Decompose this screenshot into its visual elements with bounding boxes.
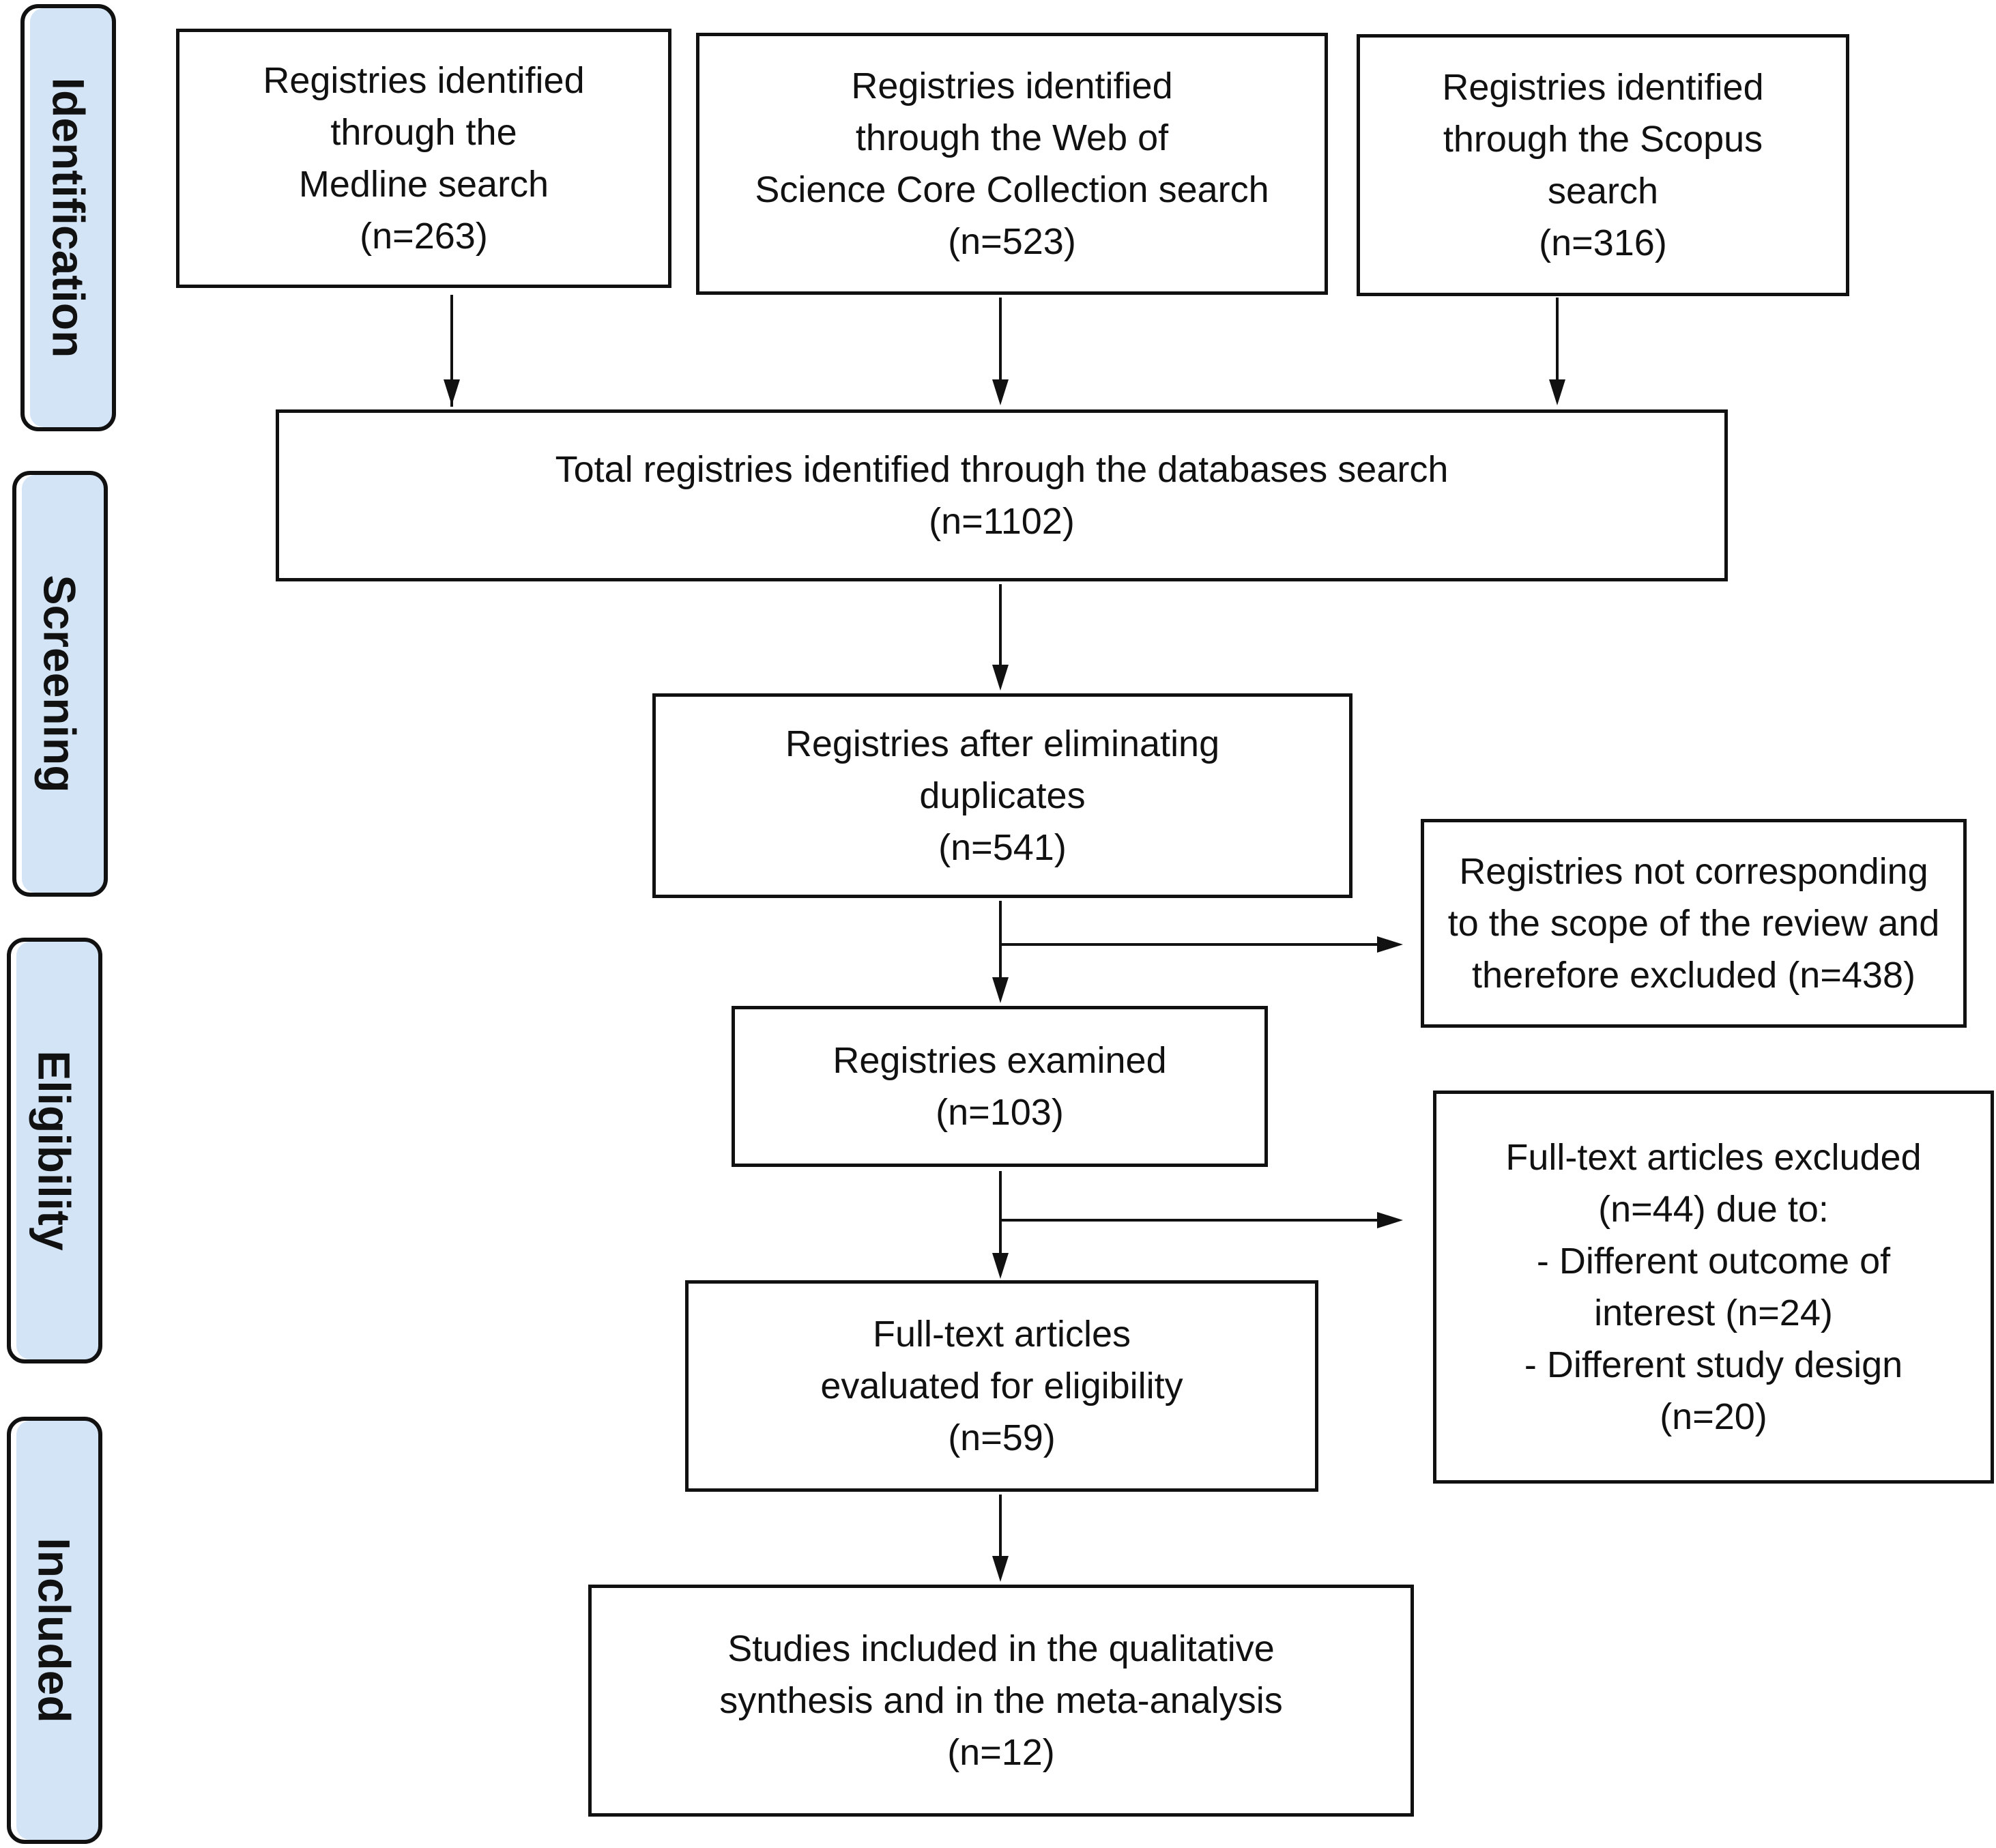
box-count: (n=103) xyxy=(936,1092,1064,1133)
box-line: Full-text articles xyxy=(872,1314,1131,1355)
box-line: Registries identified xyxy=(1442,67,1764,108)
arrowhead xyxy=(1549,379,1565,405)
box-line: Studies included in the qualitative xyxy=(727,1628,1275,1669)
box-line: evaluated for eligibility xyxy=(820,1366,1183,1406)
box-scopus-search: Registries identified through the Scopus… xyxy=(1357,34,1849,296)
box-full-text-evaluated: Full-text articles evaluated for eligibi… xyxy=(685,1280,1318,1492)
box-count: (n=12) xyxy=(947,1732,1055,1773)
box-line: through the Scopus xyxy=(1443,119,1763,160)
arrowhead xyxy=(992,665,1009,691)
box-line: through the xyxy=(330,112,517,153)
box-line: to the scope of the review and xyxy=(1447,903,1940,944)
box-line: interest (n=24) xyxy=(1594,1293,1833,1333)
box-total-registries: Total registries identified through the … xyxy=(276,409,1728,581)
box-count: (n=541) xyxy=(938,827,1067,868)
arrowhead xyxy=(992,1556,1009,1582)
box-line: Medline search xyxy=(298,164,549,205)
arrowhead xyxy=(992,1253,1009,1279)
box-line: Total registries identified through the … xyxy=(555,449,1449,490)
box-count: (n=523) xyxy=(948,221,1076,262)
box-line: Full-text articles excluded xyxy=(1505,1137,1922,1178)
box-count: (n=20) xyxy=(1660,1396,1767,1437)
box-line: - Different study design xyxy=(1524,1344,1903,1385)
box-studies-included: Studies included in the qualitative synt… xyxy=(588,1585,1414,1817)
box-line: duplicates xyxy=(919,775,1086,816)
box-line: synthesis and in the meta-analysis xyxy=(719,1680,1283,1721)
box-line: Registries not corresponding xyxy=(1459,851,1928,892)
box-line: Registries identified xyxy=(263,60,585,101)
box-registries-examined: Registries examined (n=103) xyxy=(732,1006,1268,1167)
arrowhead xyxy=(444,379,460,405)
box-line: (n=44) due to: xyxy=(1598,1189,1829,1230)
box-not-in-scope-excluded: Registries not corresponding to the scop… xyxy=(1421,819,1967,1028)
box-line: - Different outcome of xyxy=(1536,1241,1891,1282)
arrowhead xyxy=(1377,1212,1403,1228)
box-line: therefore excluded (n=438) xyxy=(1472,955,1915,996)
box-line: Registries identified xyxy=(851,66,1173,106)
box-line: search xyxy=(1547,171,1659,212)
arrowhead xyxy=(992,977,1009,1003)
stage-screening: Screening xyxy=(12,471,108,897)
box-count: (n=1102) xyxy=(929,501,1075,542)
arrowhead xyxy=(992,379,1009,405)
box-medline-search: Registries identified through the Medlin… xyxy=(176,29,671,288)
box-full-text-excluded: Full-text articles excluded (n=44) due t… xyxy=(1433,1091,1994,1484)
box-line: Registries examined xyxy=(833,1040,1167,1081)
arrowhead xyxy=(1377,936,1403,953)
box-line: through the Web of xyxy=(855,117,1169,158)
stage-eligibility: Eligibility xyxy=(7,938,102,1363)
stage-included: Included xyxy=(7,1417,102,1844)
box-count: (n=263) xyxy=(360,216,488,257)
box-count: (n=59) xyxy=(948,1417,1056,1458)
box-line: Registries after eliminating xyxy=(785,723,1220,764)
box-web-of-science-search: Registries identified through the Web of… xyxy=(696,33,1328,295)
box-line: Science Core Collection search xyxy=(755,169,1269,210)
box-after-duplicates: Registries after eliminating duplicates … xyxy=(652,693,1353,898)
box-count: (n=316) xyxy=(1539,222,1667,263)
stage-identification: Identification xyxy=(20,4,116,431)
